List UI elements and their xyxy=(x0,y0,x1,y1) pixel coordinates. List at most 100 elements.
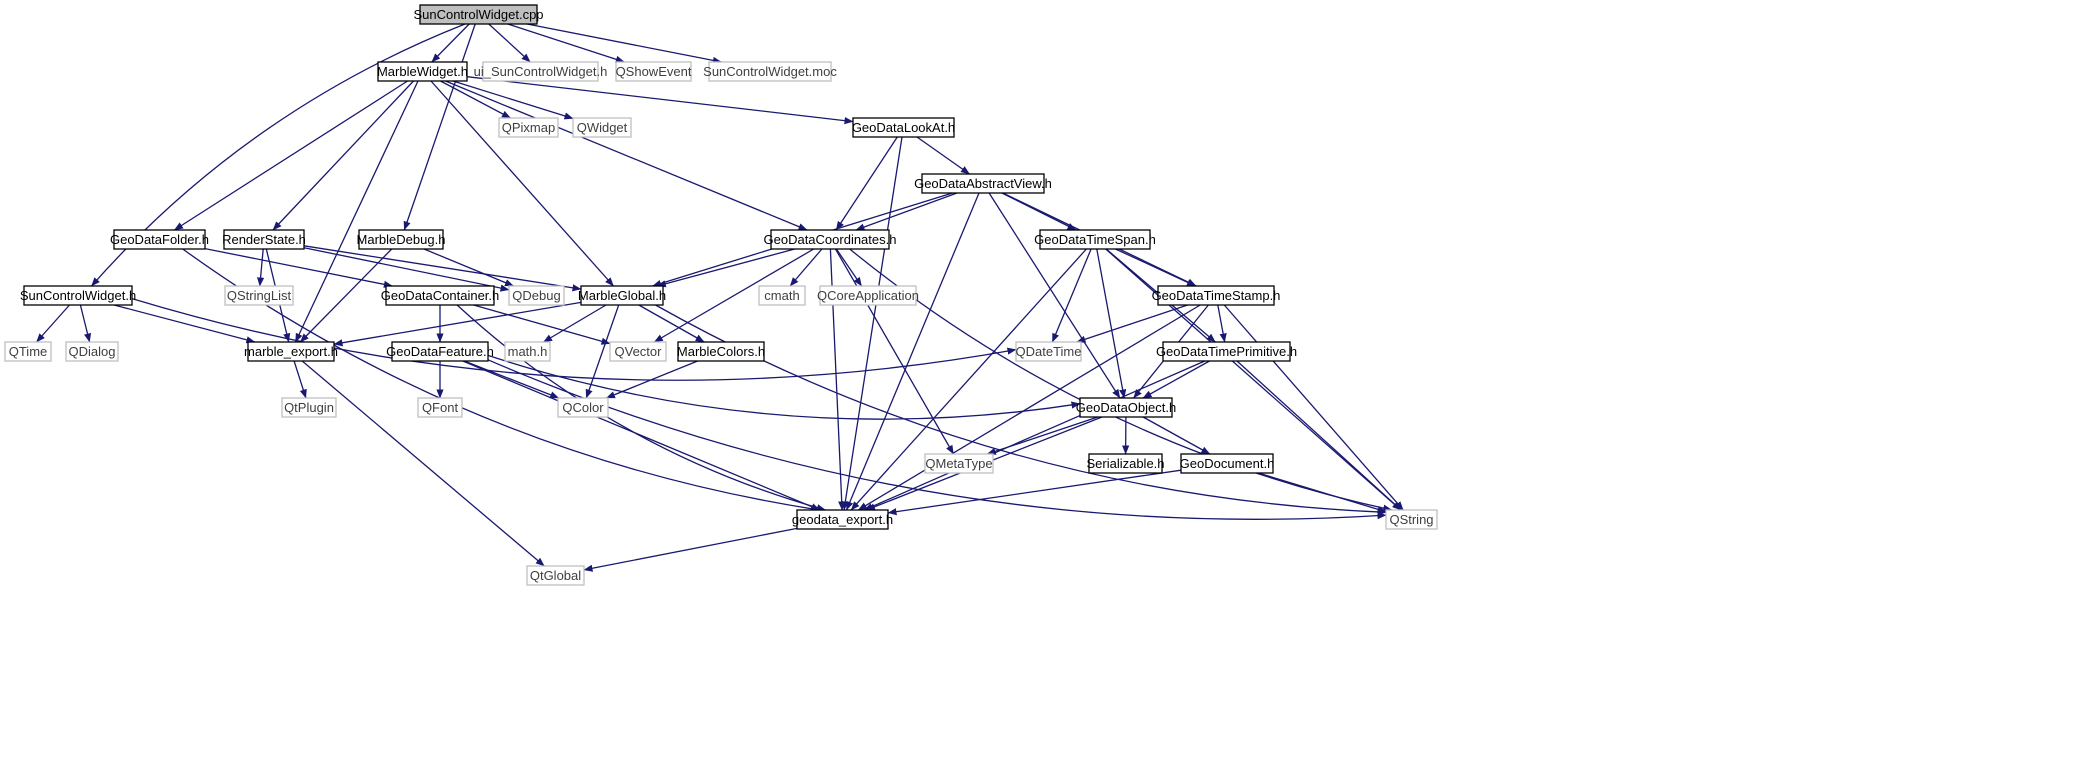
edge-timestamp-to-geodata_export xyxy=(857,304,1201,511)
graph-node-timestamp[interactable]: GeoDataTimeStamp.h xyxy=(1152,285,1281,306)
graph-node-marbleglobal[interactable]: MarbleGlobal.h xyxy=(578,285,666,306)
node-box xyxy=(921,173,1045,194)
edge-sun_h-to-qdatetime xyxy=(131,297,1017,381)
edge-sun_cpp-to-sun_moc xyxy=(526,23,722,64)
graph-node-qcoreapp: QCoreApplication xyxy=(817,285,919,306)
edge-coordinates-to-qcoreapp xyxy=(835,248,863,287)
graph-node-object[interactable]: GeoDataObject.h xyxy=(1076,397,1176,418)
graph-node-renderstate[interactable]: RenderState.h xyxy=(222,229,306,250)
graph-node-feature[interactable]: GeoDataFeature.h xyxy=(386,341,494,362)
edge-marble_export-to-qtplugin xyxy=(293,360,307,399)
node-box xyxy=(1088,453,1163,474)
node-label: GeoDataAbstractView.h xyxy=(914,176,1052,191)
node-label: GeoDataFeature.h xyxy=(386,344,494,359)
edge-container-to-qvector xyxy=(473,304,611,345)
graph-node-coordinates[interactable]: GeoDataCoordinates.h xyxy=(764,229,897,250)
graph-node-qshowevent: QShowEvent xyxy=(615,61,692,82)
node-label: QPixmap xyxy=(502,120,555,135)
node-box xyxy=(1385,509,1438,530)
node-label: QVector xyxy=(615,344,663,359)
graph-node-qstring: QString xyxy=(1385,509,1438,530)
node-label: QDialog xyxy=(69,344,116,359)
node-label: Serializable.h xyxy=(1086,456,1164,471)
graph-node-sun-cpp[interactable]: SunControlWidget.cpp xyxy=(413,4,544,25)
graph-node-cmath: cmath xyxy=(758,285,806,306)
graph-node-sun-h[interactable]: SunControlWidget.h xyxy=(20,285,136,306)
edge-marbleglobal-to-qcolor xyxy=(585,304,620,399)
node-label: QStringList xyxy=(227,288,292,303)
node-box xyxy=(358,229,444,250)
node-label: QString xyxy=(1389,512,1433,527)
node-box xyxy=(609,341,667,362)
graph-node-lookat[interactable]: GeoDataLookAt.h xyxy=(852,117,955,138)
graph-node-marbledebug[interactable]: MarbleDebug.h xyxy=(357,229,446,250)
graph-node-marble-export[interactable]: marble_export.h xyxy=(244,341,338,362)
edge-timestamp-to-qdatetime xyxy=(1076,304,1188,343)
graph-node-document[interactable]: GeoDocument.h xyxy=(1180,453,1275,474)
node-label: QShowEvent xyxy=(616,64,692,79)
graph-node-timeprimitive[interactable]: GeoDataTimePrimitive.h xyxy=(1156,341,1297,362)
node-label: RenderState.h xyxy=(222,232,306,247)
graph-node-geodata-export[interactable]: geodata_export.h xyxy=(792,509,893,530)
edge-renderstate-to-marbleglobal xyxy=(303,245,582,292)
edge-marbleglobal-to-mathh xyxy=(543,304,607,343)
edge-abstractview-to-object xyxy=(988,192,1121,399)
edge-renderstate-to-qstringlist xyxy=(256,248,265,287)
edge-feature-to-qstring xyxy=(487,359,1387,520)
edge-marbledebug-to-marble_export xyxy=(299,248,393,343)
graph-node-marble-widget-h[interactable]: MarbleWidget.h xyxy=(377,61,468,82)
edge-layer xyxy=(36,23,1404,572)
node-label: ui_SunControlWidget.h xyxy=(474,64,608,79)
edge-marbleglobal-to-qstring xyxy=(655,304,1387,516)
node-label: GeoDataTimePrimitive.h xyxy=(1156,344,1297,359)
node-box xyxy=(391,341,489,362)
graph-node-qdatetime: QDateTime xyxy=(1015,341,1082,362)
node-label: GeoDataLookAt.h xyxy=(852,120,955,135)
edge-sun_cpp-to-qshowevent xyxy=(507,23,625,63)
edge-marble_widget_h-to-renderstate xyxy=(272,80,414,231)
node-box xyxy=(526,565,585,586)
edge-timespan-to-timestamp xyxy=(1115,248,1196,287)
graph-node-folder[interactable]: GeoDataFolder.h xyxy=(110,229,209,250)
node-label: QTime xyxy=(9,344,48,359)
edge-coordinates-to-marbleglobal xyxy=(656,248,795,288)
edge-sun_cpp-to-marbledebug xyxy=(403,23,476,231)
node-box xyxy=(557,397,609,418)
edge-feature-to-qcolor xyxy=(464,360,560,399)
edge-lookat-to-coordinates xyxy=(835,136,898,231)
edge-timestamp-to-qstring xyxy=(1223,304,1404,511)
edge-lookat-to-abstractview xyxy=(916,136,970,175)
node-label: GeoDataTimeStamp.h xyxy=(1152,288,1281,303)
edge-marbledebug-to-qdebug xyxy=(423,248,514,287)
graph-node-container[interactable]: GeoDataContainer.h xyxy=(381,285,500,306)
edge-abstractview-to-coordinates xyxy=(855,192,958,231)
graph-node-qdebug: QDebug xyxy=(508,285,565,306)
graph-node-mathh: math.h xyxy=(504,341,551,362)
edge-coordinates-to-cmath xyxy=(789,248,823,287)
graph-node-abstractview[interactable]: GeoDataAbstractView.h xyxy=(914,173,1052,194)
edge-lookat-to-geodata_export xyxy=(841,136,903,511)
graph-node-timespan[interactable]: GeoDataTimeSpan.h xyxy=(1034,229,1156,250)
node-box xyxy=(498,117,559,138)
node-label: GeoDocument.h xyxy=(1180,456,1275,471)
graph-node-marblecolors[interactable]: MarbleColors.h xyxy=(677,341,765,362)
node-box xyxy=(677,341,765,362)
graph-node-qdialog: QDialog xyxy=(65,341,119,362)
node-box xyxy=(1039,229,1151,250)
edge-object-to-qmetatype xyxy=(986,416,1098,455)
node-label: QCoreApplication xyxy=(817,288,919,303)
edge-timespan-to-qdatetime xyxy=(1051,248,1092,343)
edge-timeprimitive-to-geodata_export xyxy=(863,360,1206,511)
edge-feature-to-object xyxy=(487,354,1081,420)
edge-sun_cpp-to-ui_sun xyxy=(488,23,531,63)
node-box xyxy=(1180,453,1274,474)
edge-coordinates-to-geodata_export xyxy=(829,248,846,511)
node-label: GeoDataCoordinates.h xyxy=(764,232,897,247)
edge-marble_widget_h-to-coordinates xyxy=(445,80,808,231)
edge-sun_h-to-qdialog xyxy=(79,304,92,343)
node-box xyxy=(113,229,206,250)
node-box xyxy=(223,229,305,250)
node-box xyxy=(224,285,294,306)
graph-node-ui-sun: ui_SunControlWidget.h xyxy=(474,61,608,82)
graph-node-serializable[interactable]: Serializable.h xyxy=(1086,453,1165,474)
